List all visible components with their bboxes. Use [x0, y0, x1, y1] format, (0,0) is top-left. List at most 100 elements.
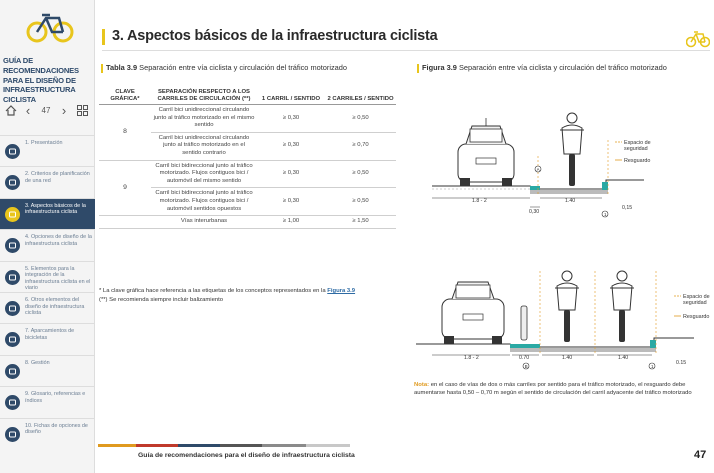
table-row: 9 Carril bici bidireccional junto al trá…	[99, 160, 396, 217]
bike-logo-icon[interactable]	[26, 10, 74, 46]
page-title: 3. Aspectos básicos de la infraestructur…	[112, 28, 438, 44]
glossary-icon	[5, 395, 20, 411]
footnote-text: * La clave gráfica hace referencia a las…	[99, 288, 326, 294]
dim-lane: 1.8 - 2	[464, 355, 479, 361]
sheets-icon	[5, 426, 20, 442]
chapter-nav: 1. Presentación 2. Criterios de planifica…	[0, 135, 95, 449]
figure-note: Nota: en el caso de vías de dos o más ca…	[414, 382, 712, 398]
guide-title-line: PARA EL DISEÑO DE	[3, 75, 76, 85]
table-cell-code	[99, 215, 151, 229]
bicycle-icon	[686, 31, 710, 48]
table-footnote: * La clave gráfica hace referencia a las…	[99, 287, 399, 295]
table-cell-two-lanes: ≥ 0,50	[325, 187, 396, 217]
sidebar: GUÍA DE RECOMENDACIONES PARA EL DISEÑO D…	[0, 0, 95, 473]
home-icon[interactable]	[3, 100, 19, 120]
table-cell-one-lane: ≥ 0,30	[257, 160, 325, 189]
sidebar-item[interactable]: 7. Aparcamientos de bicicletas	[0, 323, 95, 354]
cyclist-rear-icon	[560, 112, 584, 186]
marker-b: B	[525, 364, 528, 369]
sidebar-item-label: 4. Opciones de diseño de la infraestruct…	[25, 234, 92, 247]
marker-1: 1	[651, 364, 654, 369]
dim-lane: 1.8 - 2	[472, 198, 487, 204]
table-cell-desc: Vías interurbanas	[151, 215, 257, 229]
figure-label: Figura 3.9	[422, 63, 457, 72]
table-cell-code: 9	[99, 160, 151, 217]
top-section: Espacio de seguridad Resguardo A 1 1.8 -…	[432, 112, 651, 218]
sidebar-item[interactable]: 2. Criterios de planificación de una red	[0, 166, 95, 197]
table-cell-desc: Carril bici unidireccional circulando ju…	[151, 132, 257, 161]
header-divider	[102, 50, 710, 51]
dim-buffer: 0,30	[529, 209, 539, 215]
footer-stripe	[178, 444, 220, 447]
page-number: 47	[694, 449, 707, 461]
dim-buffer: 0.70	[519, 355, 529, 361]
vehicle-icon	[5, 269, 20, 285]
prev-page-icon[interactable]: ‹	[25, 102, 31, 118]
bottom-section: Espacio de seguridad Resguardo B 1 1.8 -…	[416, 270, 710, 370]
current-page-number[interactable]: 47	[41, 105, 51, 115]
table-row: 8 Carril bici unidireccional circulando …	[99, 104, 396, 161]
table-row: Carril bici unidireccional circulando ju…	[99, 132, 396, 161]
guide-title-line: GUÍA DE RECOMENDACIONES	[3, 56, 79, 75]
page-navigator: ‹ 47 ›	[0, 100, 95, 120]
table-cell-desc: Carril bici bidireccional junto al tráfi…	[151, 187, 257, 217]
table-header-cell: SEPARACIÓN RESPECTO A LOS CARRILES DE CI…	[151, 88, 257, 105]
figure-accent-bar	[417, 64, 419, 73]
design-icon	[5, 238, 20, 254]
table-cell-one-lane: ≥ 0,30	[257, 104, 325, 133]
cross-section-diagram: Espacio de seguridad Resguardo A 1 1.8 -…	[416, 112, 710, 370]
elements-icon	[5, 300, 20, 316]
sidebar-item[interactable]: 10. Fichas de opciones de diseño	[0, 417, 95, 449]
footer-stripe	[98, 444, 136, 447]
table-title: Separación entre vía ciclista y circulac…	[139, 63, 348, 72]
table-header-cell: 2 CARRILES / SENTIDO	[325, 88, 396, 105]
sidebar-item-label: 8. Gestión	[25, 359, 50, 366]
table-header-cell: CLAVE GRÁFICA*	[99, 88, 151, 105]
sidebar-item-label: 5. Elementos para la integración de la i…	[25, 265, 91, 292]
marker-1: 1	[604, 212, 607, 217]
next-page-icon[interactable]: ›	[61, 102, 67, 118]
table-cell-desc: Carril bici bidireccional junto al tráfi…	[151, 160, 257, 189]
table-cell-one-lane: ≥ 1,00	[257, 215, 325, 229]
legend-guard-label: Resguardo	[624, 158, 650, 164]
dim-bike-2: 1.40	[618, 355, 628, 361]
note-label: Nota:	[414, 382, 430, 388]
sidebar-item[interactable]: 3. Aspectos básicos de la infraestructur…	[0, 197, 95, 230]
guide-title-line: INFRAESTRUCTURA CICLISTA	[3, 85, 76, 105]
sidebar-item[interactable]: 9. Glosario, referencias e índices	[0, 386, 95, 417]
figure-link[interactable]: Figura 3.9	[327, 288, 356, 294]
sidebar-item-label: 7. Aparcamientos de bicicletas	[25, 328, 75, 341]
footer-stripe	[262, 444, 306, 447]
table-row: Carril bici bidireccional junto al tráfi…	[99, 187, 396, 217]
cyclist-front-icon	[555, 270, 579, 342]
sidebar-item-label: 1. Presentación	[25, 140, 63, 146]
table-label: Tabla 3.9	[106, 63, 138, 72]
table-cell-two-lanes: ≥ 0,50	[325, 160, 396, 189]
table-row: Vías interurbanas ≥ 1,00 ≥ 1,50	[99, 215, 396, 229]
grid-view-icon[interactable]	[74, 100, 90, 120]
legend-safety-label: Espacio de	[624, 140, 651, 146]
legend-safety-label: seguridad	[624, 146, 648, 152]
table-cell-one-lane: ≥ 0,30	[257, 187, 325, 217]
sidebar-item[interactable]: 8. Gestión	[0, 354, 95, 386]
sidebar-item[interactable]: 4. Opciones de diseño de la infraestruct…	[0, 229, 95, 260]
sidebar-item[interactable]: 1. Presentación	[0, 135, 95, 166]
table-cell-code: 8	[99, 104, 151, 161]
title-accent-bar	[102, 29, 105, 45]
table-footnote-2: (**) Se recomienda siempre incluir baliz…	[99, 297, 224, 303]
footer-stripe	[220, 444, 262, 447]
separation-table: CLAVE GRÁFICA* SEPARACIÓN RESPECTO A LOS…	[99, 88, 396, 229]
sidebar-item-label: 6. Otros elementos del diseño de infraes…	[25, 296, 85, 317]
sidebar-item-label: 2. Criterios de planificación de una red	[25, 171, 90, 184]
sidebar-item[interactable]: 6. Otros elementos del diseño de infraes…	[0, 291, 95, 323]
legend-safety-label: seguridad	[683, 300, 707, 306]
sidebar-item-label: 9. Glosario, referencias e índices	[25, 391, 86, 404]
cyclist-icon	[5, 206, 20, 222]
sidebar-item[interactable]: 5. Elementos para la integración de la i…	[0, 260, 95, 292]
bike-path-icon	[5, 175, 20, 191]
legend-guard-label: Resguardo	[683, 314, 709, 320]
car-rear-icon	[457, 118, 515, 186]
dim-edge: 0.15	[676, 360, 686, 366]
table-cell-one-lane: ≥ 0,30	[257, 132, 325, 161]
